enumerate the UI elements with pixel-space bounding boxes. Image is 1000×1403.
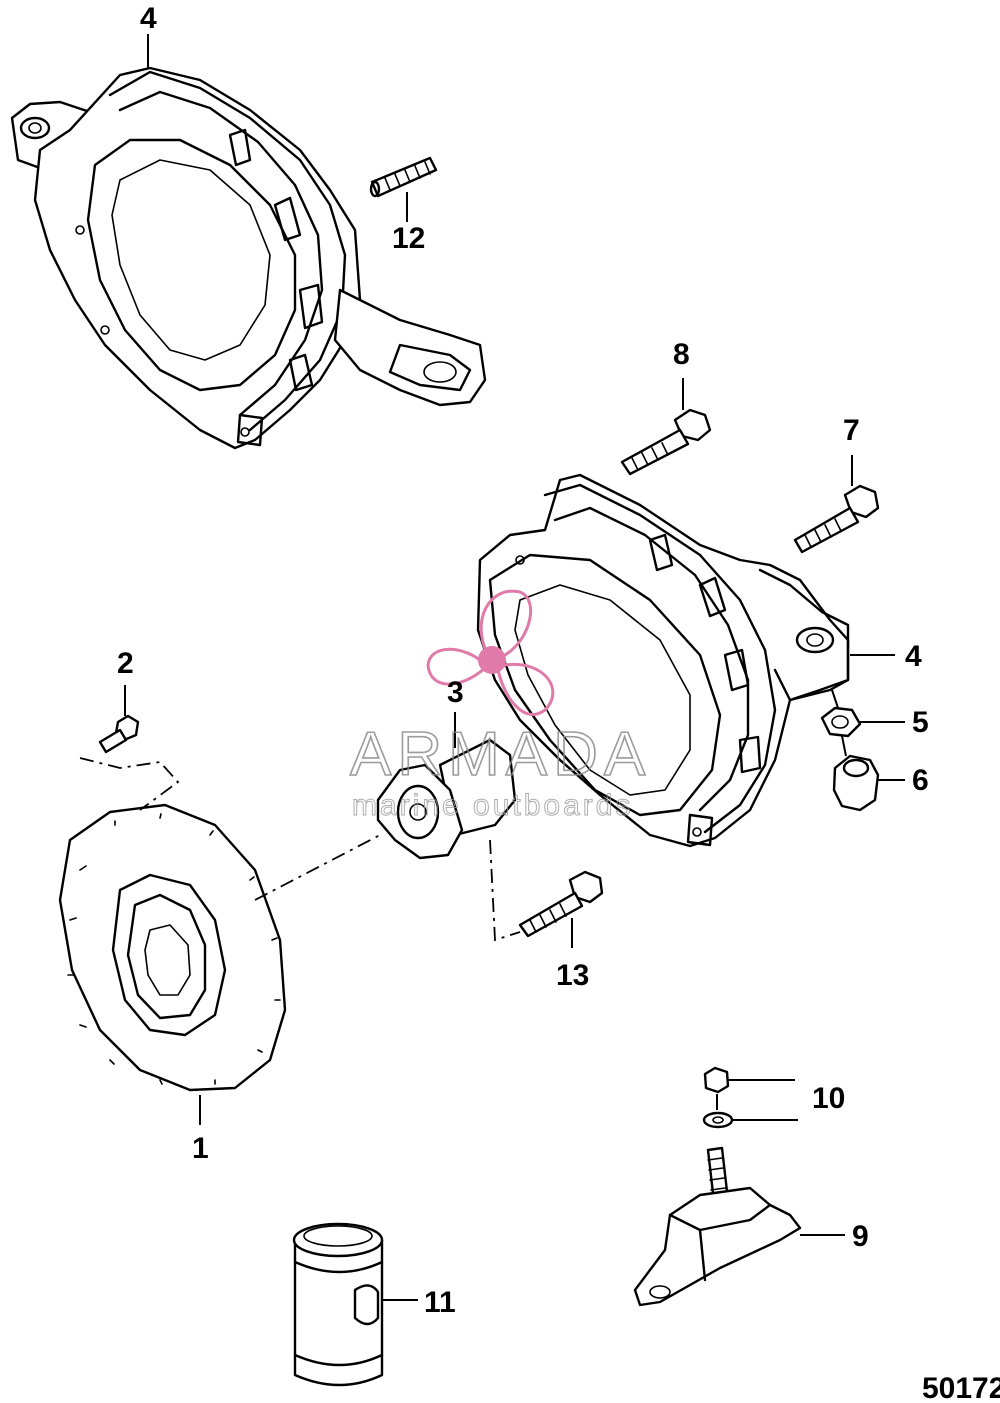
watermark-tagline: marine outboards bbox=[352, 789, 633, 822]
callout-7: 7 bbox=[843, 414, 860, 447]
nut-part-6 bbox=[832, 735, 905, 812]
bolt-part-8 bbox=[620, 378, 712, 476]
callout-9: 9 bbox=[852, 1220, 869, 1253]
coupler-part-3 bbox=[376, 712, 517, 860]
callout-8: 8 bbox=[673, 338, 690, 371]
bolt-part-13 bbox=[518, 870, 604, 948]
centerline-1-3 bbox=[254, 834, 381, 901]
callout-13: 13 bbox=[556, 959, 589, 992]
callout-2: 2 bbox=[117, 647, 134, 680]
washer-part-5 bbox=[820, 689, 905, 738]
watermark-brand: ARMADA bbox=[350, 720, 651, 789]
flywheel-housing-top bbox=[10, 66, 487, 450]
callout-6: 6 bbox=[912, 764, 929, 797]
figure-number: 50172 bbox=[922, 1372, 1000, 1403]
centerline-2 bbox=[79, 757, 180, 811]
propeller-logo-icon bbox=[426, 589, 555, 716]
engine-mount-part-9 bbox=[633, 1146, 845, 1307]
armada-watermark: ARMADA marine outboards bbox=[349, 589, 651, 823]
nut-washer-part-10 bbox=[702, 1066, 798, 1129]
oil-filter-part-11 bbox=[292, 1222, 418, 1387]
bolt-part-2 bbox=[98, 685, 140, 754]
callout-12: 12 bbox=[392, 222, 425, 255]
callout-3: 3 bbox=[447, 676, 464, 709]
callout-1: 1 bbox=[192, 1132, 209, 1165]
callout-4-top: 4 bbox=[140, 2, 157, 35]
flywheel-part-1 bbox=[58, 803, 287, 1125]
callout-4-middle: 4 bbox=[905, 640, 922, 673]
stud-part-12 bbox=[369, 156, 438, 222]
callout-5: 5 bbox=[912, 706, 929, 739]
flywheel-housing-middle bbox=[476, 473, 850, 848]
callout-10: 10 bbox=[812, 1082, 845, 1115]
callout-11: 11 bbox=[424, 1286, 456, 1319]
centerline-13 bbox=[489, 839, 521, 942]
bolt-part-7 bbox=[793, 455, 880, 554]
